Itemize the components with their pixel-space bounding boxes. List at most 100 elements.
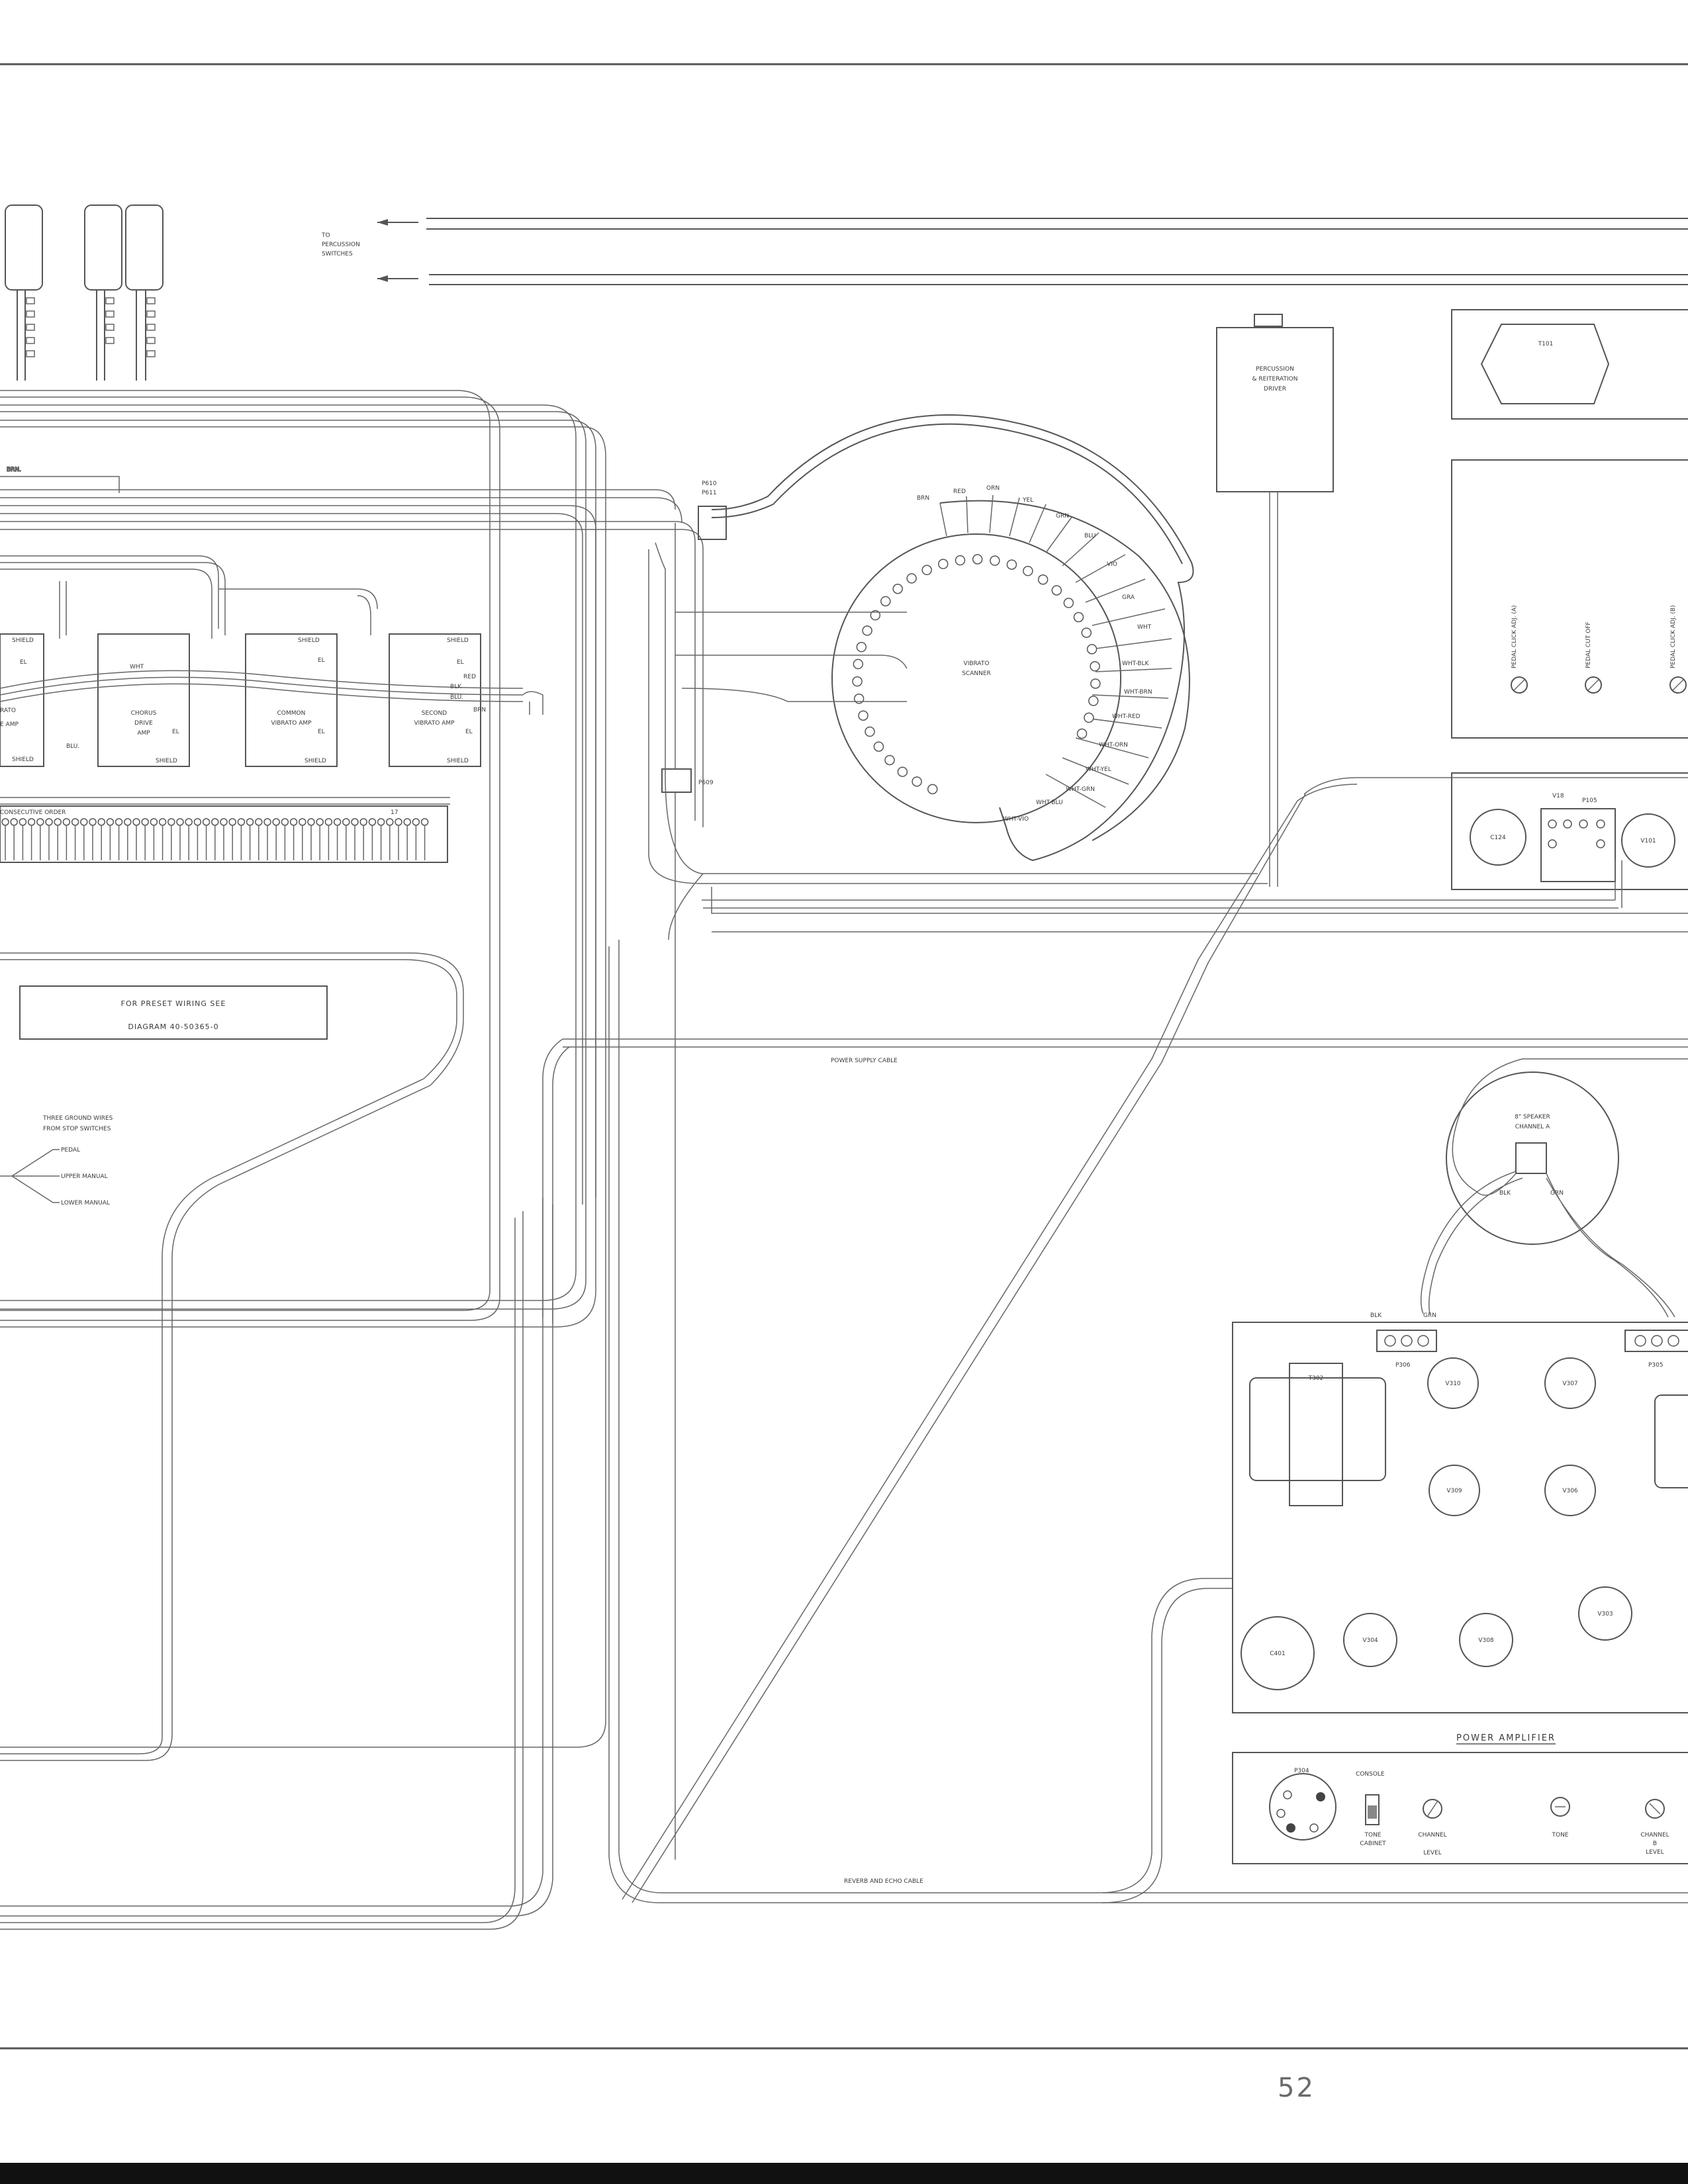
- v304-label: V304: [1362, 1637, 1378, 1644]
- scanner-color-grn: GRN: [1056, 513, 1069, 520]
- reverb-cable-label: REVERB AND ECHO CABLE: [844, 1878, 923, 1885]
- scanner-color-wht-vio: WHT-VIO: [1003, 816, 1029, 823]
- terminal-pin: [324, 818, 333, 826]
- scanner-contact: [972, 554, 983, 565]
- terminal-pin: [211, 818, 219, 826]
- amplifier-boards: SHIELD EL RATO E AMP SHIELD WHT CHORUS D…: [0, 633, 543, 767]
- terminal-pin: [124, 818, 132, 826]
- ground-wires: THREE GROUND WIRES FROM STOP SWITCHES PE…: [0, 1115, 113, 1206]
- scanner-contact: [884, 754, 895, 766]
- scanner-color-brn: BRN: [917, 495, 929, 502]
- terminal-pin: [19, 818, 27, 826]
- to-percussion-label-2: PERCUSSION: [322, 242, 360, 248]
- scanner-contact: [906, 573, 917, 584]
- terminal-pin: [71, 818, 79, 826]
- p611-label: P611: [702, 490, 717, 496]
- scanner-contact: [862, 625, 872, 636]
- chorus-drive-label-1: CHORUS: [131, 710, 157, 717]
- scanner-contact: [938, 559, 949, 569]
- v309-label: V309: [1446, 1488, 1462, 1494]
- terminal-pin: [45, 818, 53, 826]
- v308-label: V308: [1478, 1637, 1494, 1644]
- scanner-color-wht-yel: WHT-YEL: [1086, 766, 1111, 773]
- pedal-click-adj-a-label: PEDAL CLICK ADJ. (A): [1511, 605, 1518, 668]
- scanner-color-blu: BLU: [1084, 533, 1096, 539]
- scanner-contact: [1090, 660, 1100, 672]
- brato-amp-label-2: E AMP: [0, 721, 19, 728]
- speaker-label-2: CHANNEL A: [1515, 1124, 1550, 1130]
- terminal-pin: [246, 818, 254, 826]
- channel-b-level-label-2: B: [1653, 1841, 1657, 1847]
- scanner-contact: [858, 710, 868, 721]
- tone-cabinet-label-2: CABINET: [1360, 1841, 1386, 1847]
- scanner-contact: [1081, 627, 1092, 638]
- scanner-contact: [955, 555, 966, 566]
- el-label-4: EL: [318, 729, 325, 735]
- terminal-pin: [289, 818, 298, 826]
- terminal-pin: [228, 818, 236, 826]
- scanner-contact: [880, 596, 891, 607]
- el-label-6: EL: [465, 729, 473, 735]
- shield-label-7: SHIELD: [447, 758, 469, 764]
- terminal-pin: [97, 818, 105, 826]
- scanner-contact: [853, 659, 864, 670]
- terminal-pin: [272, 818, 280, 826]
- scanner-color-wht-red: WHT-RED: [1112, 713, 1141, 720]
- ground-wires-label-2: FROM STOP SWITCHES: [43, 1126, 111, 1132]
- terminal-pin: [202, 818, 211, 826]
- terminal-pin: [158, 818, 167, 826]
- pedal-click-adj-b-label: PEDAL CLICK ADJ. (B): [1670, 605, 1677, 668]
- v303-label: V303: [1597, 1611, 1613, 1617]
- terminal-pin: [403, 818, 411, 826]
- speaker-label-1: 8" SPEAKER: [1515, 1114, 1550, 1120]
- v101-label: V101: [1640, 838, 1656, 844]
- channel-b-level-label-3: LEVEL: [1646, 1849, 1664, 1856]
- to-percussion-label-3: SWITCHES: [322, 251, 353, 257]
- terminal-pin: [106, 818, 115, 826]
- scanner-color-wht-orn: WHT-ORN: [1099, 742, 1128, 749]
- terminal-pin: [316, 818, 324, 826]
- scanner-contact: [1051, 585, 1062, 596]
- scanner-color-vio: VIO: [1107, 561, 1117, 568]
- p609-label: P609: [698, 780, 714, 786]
- scanner-color-wht-brn: WHT-BRN: [1124, 689, 1152, 696]
- terminal-pins: [1, 818, 429, 860]
- power-amplifier: BLK GRN P306 P305 T302 V310 V307 V309 V3…: [1232, 1312, 1688, 1864]
- terminal-pin: [80, 818, 88, 826]
- percussion-driver-label-2: & REITERATION: [1252, 376, 1298, 383]
- channel-b-level-label-1: CHANNEL: [1640, 1832, 1669, 1839]
- terminal-pin: [132, 818, 140, 826]
- chorus-drive-label-3: AMP: [137, 730, 150, 737]
- v310-label: V310: [1445, 1381, 1461, 1387]
- scanner-contact: [1086, 644, 1098, 655]
- terminal-pin: [368, 818, 377, 826]
- el-label-3: EL: [318, 657, 325, 664]
- t101-label: T101: [1538, 341, 1554, 347]
- terminal-pin: [281, 818, 289, 826]
- terminal-pin: [54, 818, 62, 826]
- percussion-driver: PERCUSSION & REITERATION DRIVER: [1216, 314, 1334, 887]
- terminal-pin: [193, 818, 202, 826]
- speaker-channel-a: 8" SPEAKER CHANNEL A BLK GRN: [1420, 1058, 1688, 1318]
- terminal-pin: [237, 818, 246, 826]
- shield-label-3: SHIELD: [156, 758, 177, 764]
- terminal-pin: [420, 818, 429, 826]
- c124-label: C124: [1490, 835, 1506, 841]
- terminal-pin: [386, 818, 394, 826]
- p105-label: P105: [1582, 797, 1597, 804]
- scanner-contact: [1088, 696, 1099, 706]
- terminal-pin: [176, 818, 184, 826]
- scanner-contact: [1037, 574, 1049, 585]
- terminal-pin: [412, 818, 420, 826]
- ground-upper-manual-label: UPPER MANUAL: [61, 1173, 108, 1180]
- percussion-driver-label-1: PERCUSSION: [1256, 366, 1294, 373]
- terminal-pin: [351, 818, 359, 826]
- brn-label: BRN: [473, 707, 486, 713]
- ground-pedal-label: PEDAL: [61, 1147, 80, 1154]
- common-vibrato-label-2: VIBRATO AMP: [271, 720, 312, 727]
- terminal-pin: [1, 818, 9, 826]
- channel-level-label-1: CHANNEL: [1418, 1832, 1446, 1839]
- percussion-switch-blocks: [5, 205, 164, 381]
- speaker-blk-label: BLK: [1499, 1190, 1511, 1197]
- scanner-color-wht-blk: WHT-BLK: [1122, 660, 1149, 667]
